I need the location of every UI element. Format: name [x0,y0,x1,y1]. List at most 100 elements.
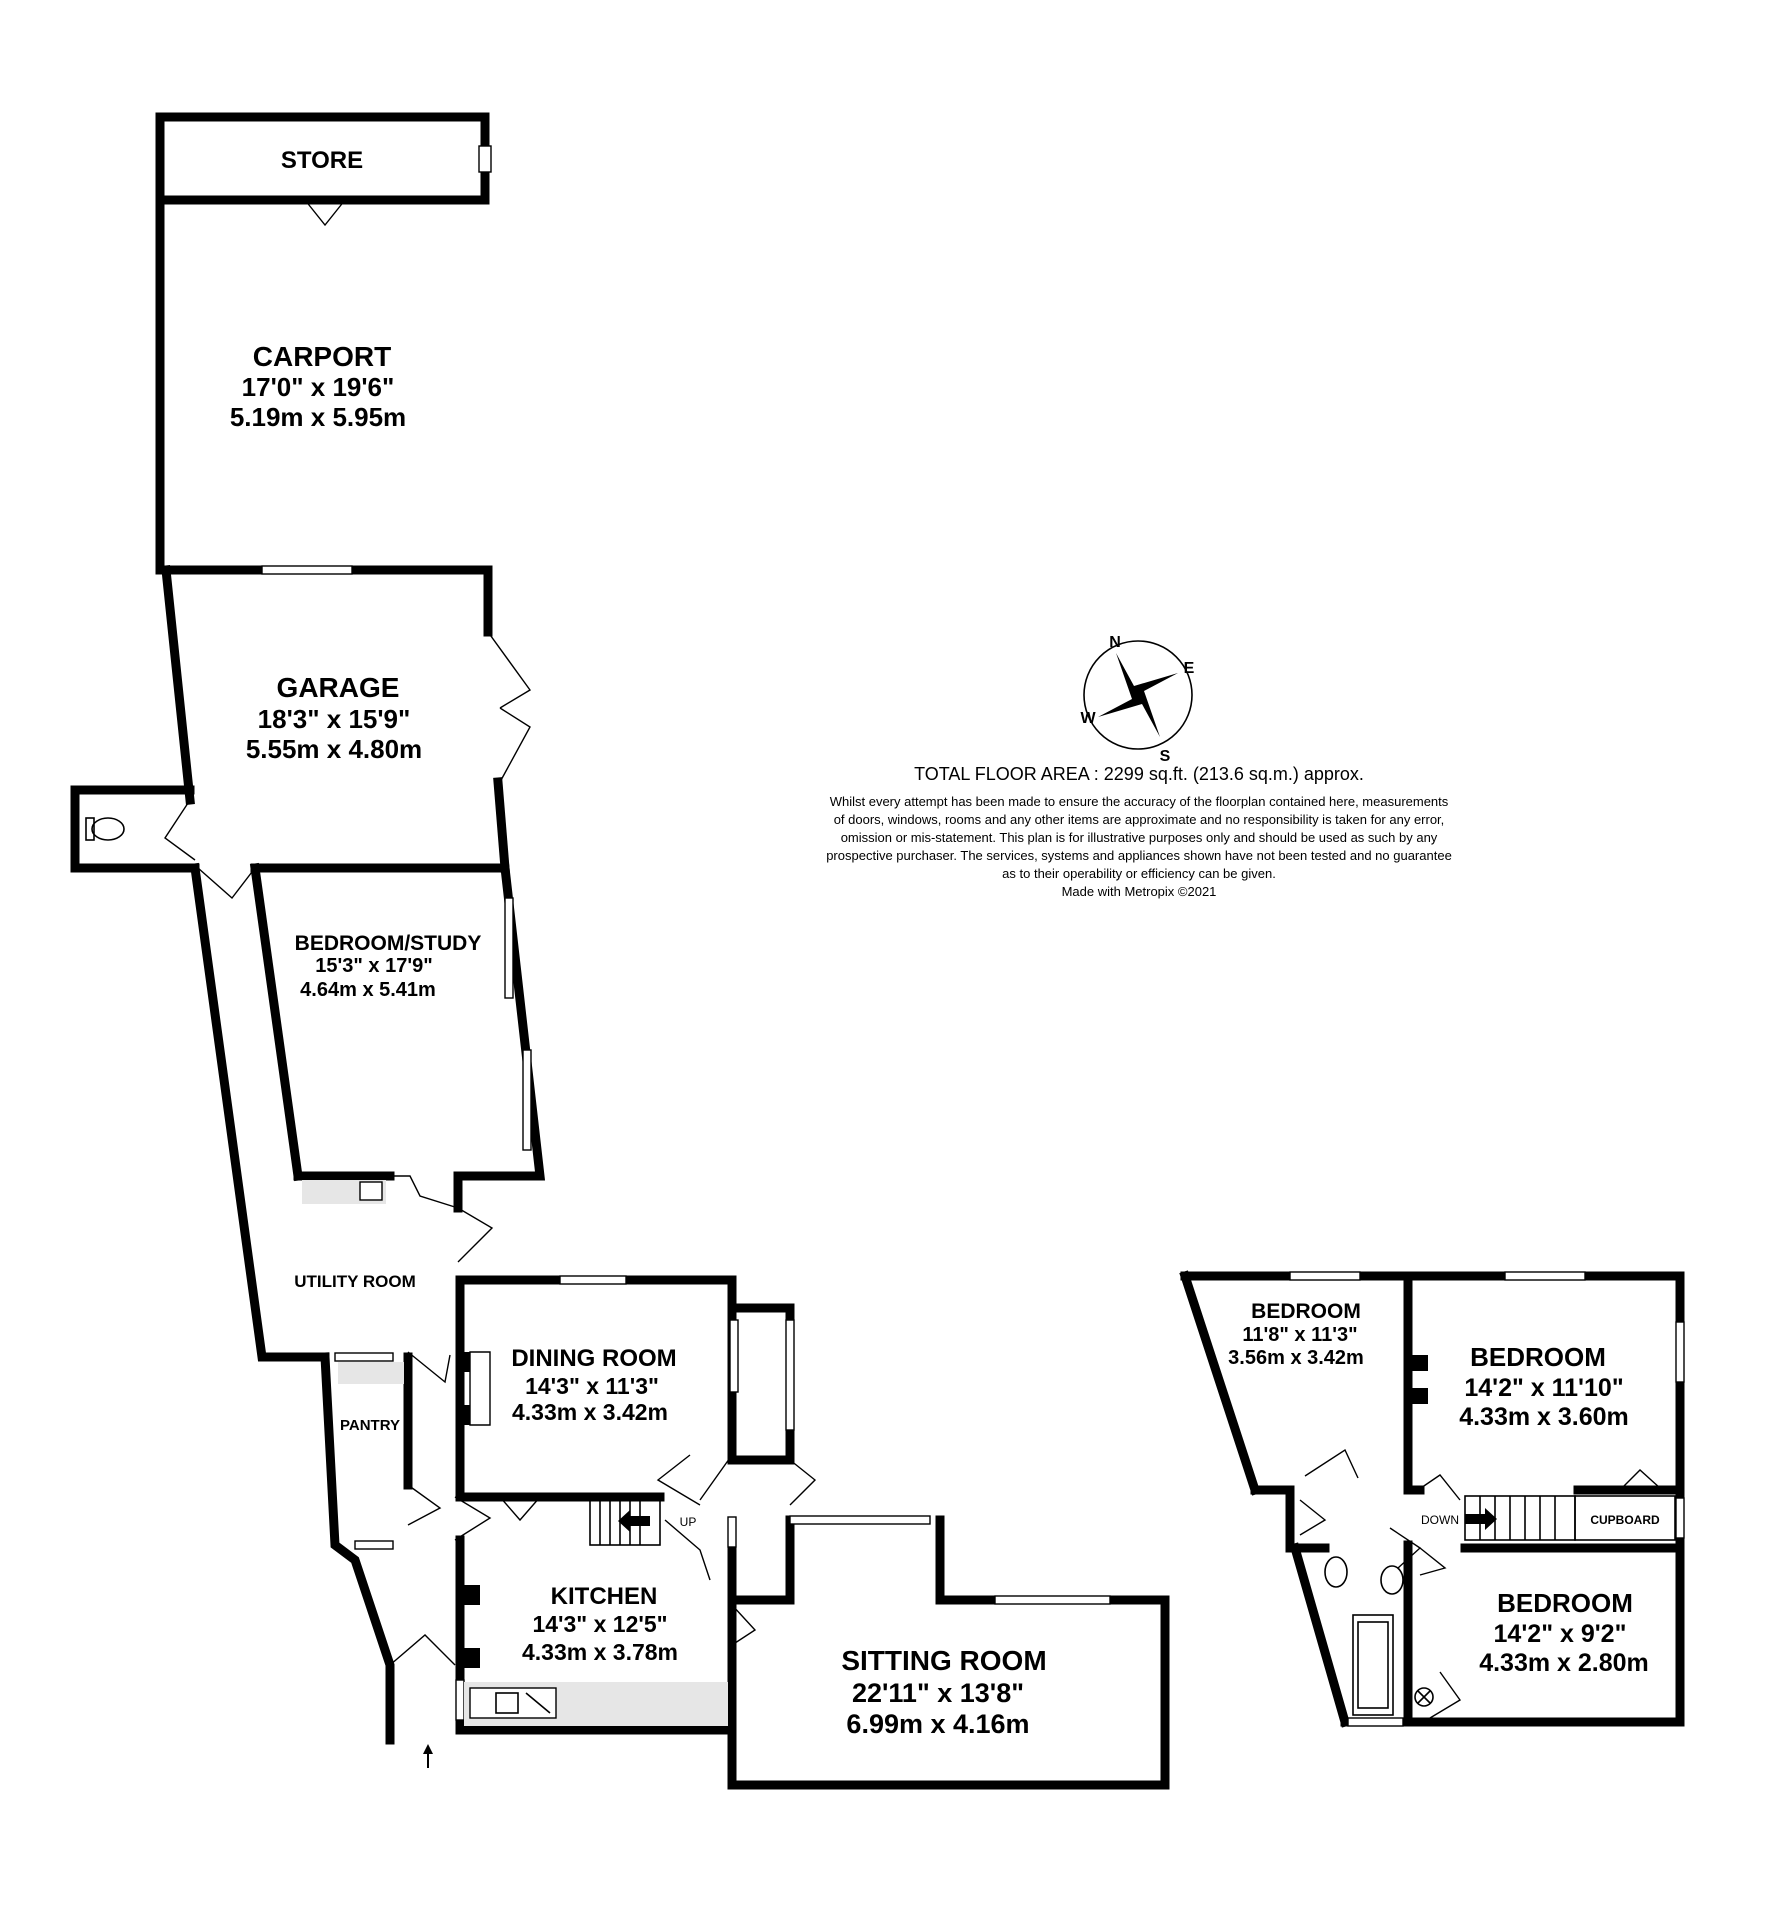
garage-imperial: 18'3" x 15'9" [258,704,411,734]
compass-w: W [1080,710,1096,727]
utility-label: UTILITY ROOM [294,1272,416,1291]
kitchen-walls [455,1535,737,1735]
garage-left-wall [161,565,195,805]
utility-sink [359,1181,383,1201]
first-stairs: DOWN [1421,1495,1676,1541]
carport-name: CARPORT [253,341,391,372]
disclaimer-line-2: of doors, windows, rooms and any other i… [834,812,1445,827]
bedroom-b-metric: 4.33m x 3.60m [1459,1403,1629,1431]
garage-doors [487,631,532,783]
wc-cistern [85,817,95,841]
hall-bay-window [729,1319,739,1393]
kitchen-sink-bowl [495,1692,519,1714]
kitchen-drainer [525,1692,551,1714]
bedroom-b-imperial: 14'2" x 11'10" [1464,1374,1623,1402]
store-label: STORE [281,147,363,174]
bedroom-a-imperial: 11'8" x 11'3" [1242,1324,1357,1346]
hall-bay-walls [727,1303,795,1465]
dining-window [559,1275,627,1285]
bath-basin [1380,1565,1404,1595]
cupboard-label: CUPBOARD [1590,1513,1660,1527]
hall-bay-window-2 [785,1319,795,1431]
metropix-credit: Made with Metropix ©2021 [1062,884,1217,899]
wc-walls [70,785,200,873]
bedroom-chimney-top [1410,1355,1428,1371]
study-walls [250,863,546,1213]
stair-hall-door [656,1454,733,1506]
sitting-walls [727,1515,1170,1790]
disclaimer-line-1: Whilst every attempt has been made to en… [830,794,1449,809]
cupboard-window [1675,1497,1685,1539]
bedroom-c-metric: 4.33m x 2.80m [1479,1649,1649,1677]
bed-b-side-window [1675,1321,1685,1383]
wc-toilet [91,817,125,841]
stair-arrow-down [1465,1508,1497,1530]
utility-door [457,1207,494,1263]
compass-e: E [1184,660,1195,677]
wc-door [164,799,196,861]
study-window-1 [504,897,514,999]
bathtub [1352,1614,1394,1716]
compass-n: N [1109,634,1121,651]
bedroom-chimney-bottom [1410,1388,1428,1404]
pantry-window-2 [354,1540,394,1550]
bath-toilet [1324,1556,1348,1588]
ground-stairs: UP [589,1496,697,1546]
dining-door [499,1496,541,1522]
hall-left-wall [189,862,330,1362]
sitting-metric: 6.99m x 4.16m [846,1709,1029,1739]
bathroom-walls [1285,1485,1330,1553]
garage-metric: 5.55m x 4.80m [246,734,422,764]
hall-window-low [727,1516,737,1548]
kitchen-metric: 4.33m x 3.78m [522,1639,678,1665]
bed-a-door [1304,1448,1359,1479]
cupboard-door [1619,1469,1661,1491]
kitchen-name: KITCHEN [551,1583,658,1610]
bed-b-door [1417,1474,1461,1501]
compass-star [1098,653,1178,737]
tank-cupboard-door [1429,1671,1462,1719]
study-door [390,1175,459,1209]
dining-metric: 4.33m x 3.42m [512,1399,668,1425]
stairs-down-label: DOWN [1421,1513,1459,1527]
store-window [478,145,492,173]
bathroom-window [1347,1717,1404,1727]
cupboard-box [1574,1495,1676,1541]
bath-door [1299,1499,1327,1536]
pantry-label: PANTRY [340,1417,400,1434]
bedroom-a-slope-wall [1179,1270,1261,1496]
dining-imperial: 14'3" x 11'3" [525,1373,659,1399]
bedroom-a-name: BEDROOM [1251,1300,1361,1323]
doors [164,199,1661,1719]
carport-imperial: 17'0" x 19'6" [242,372,395,402]
kitchen-chimney-top [460,1585,480,1605]
water-tank-cross [1417,1690,1431,1704]
bedroom-a-metric: 3.56m x 3.42m [1228,1347,1364,1369]
water-tank [1414,1687,1434,1707]
stairs-up-label: UP [680,1515,697,1529]
compass-s: S [1160,748,1171,765]
study-left-wall [249,862,304,1182]
hall-kitchen-door [454,1496,492,1541]
ground-stairs-box [589,1496,661,1546]
bedroom-c-imperial: 14'2" x 9'2" [1494,1620,1627,1648]
study-name: BEDROOM/STUDY [295,932,482,955]
compass-ring [1083,640,1193,750]
study-metric: 4.64m x 5.41m [300,979,436,1001]
sitting-window-1 [789,1515,931,1525]
study-imperial: 15'3" x 17'9" [315,955,432,977]
hall-lower-walls [727,1515,795,1605]
disclaimer-line-5: as to their operability or efficiency ca… [1002,866,1276,881]
bedroom-c-name: BEDROOM [1497,1588,1633,1618]
bed-b-window [1504,1271,1586,1281]
sitting-imperial: 22'11" x 13'8" [852,1678,1024,1708]
bathroom-left-wall [1289,1542,1351,1728]
utility-pantry-door [407,1351,451,1384]
front-door [389,1634,456,1666]
pantry-shelf [338,1362,404,1384]
sitting-name: SITTING ROOM [841,1645,1046,1676]
sitting-window-2 [994,1595,1111,1605]
garage-name: GARAGE [277,672,400,703]
pantry-door [407,1484,442,1526]
